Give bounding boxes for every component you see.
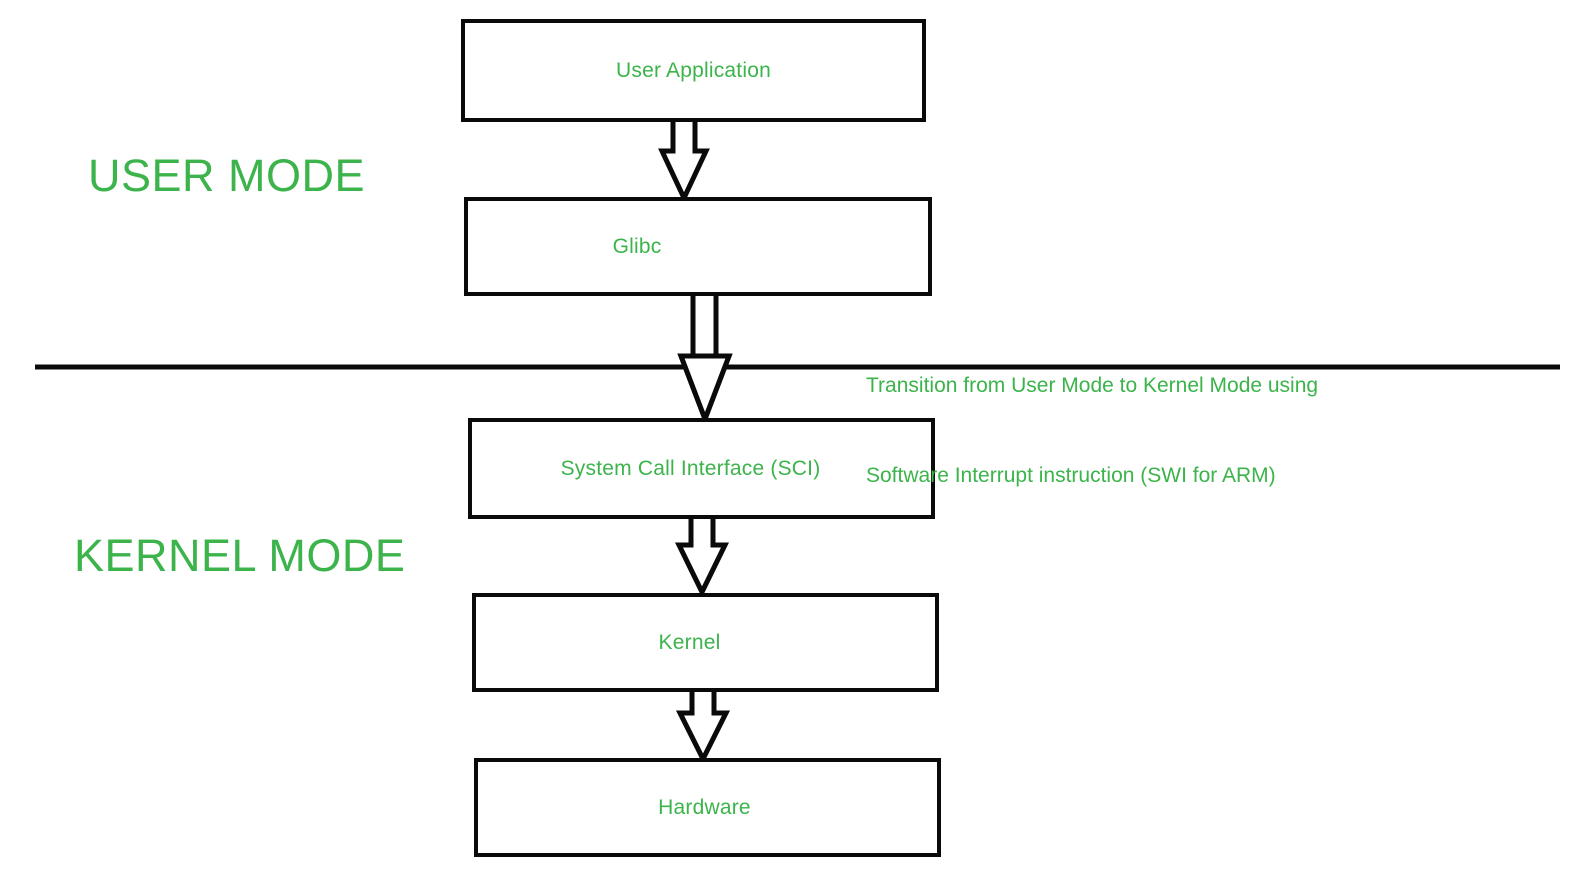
annotation-transition-note: Transition from User Mode to Kernel Mode… <box>866 311 1318 551</box>
node-kernel[interactable]: Kernel <box>472 593 939 692</box>
node-hardware[interactable]: Hardware <box>474 758 941 857</box>
node-glibc[interactable]: Glibc <box>464 197 932 296</box>
node-system-call-interface[interactable]: System Call Interface (SCI) <box>468 418 935 519</box>
node-kernel-label: Kernel <box>658 630 721 654</box>
node-system-call-interface-label: System Call Interface (SCI) <box>560 456 821 480</box>
node-hardware-label: Hardware <box>658 795 751 819</box>
arrow-user-application-to-glibc <box>658 115 710 204</box>
arrow-system-call-interface-to-kernel <box>674 513 730 598</box>
node-user-application-label: User Application <box>616 58 771 82</box>
node-user-application[interactable]: User Application <box>461 19 926 122</box>
mode-label-kernel-mode-text: KERNEL MODE <box>74 530 406 581</box>
node-glibc-label: Glibc <box>612 234 662 258</box>
mode-label-user-mode: USER MODE <box>88 153 365 198</box>
arrow-kernel-to-hardware <box>675 686 731 765</box>
mode-label-user-mode-text: USER MODE <box>88 150 366 201</box>
annotation-transition-note-line-2: Software Interrupt instruction (SWI for … <box>866 464 1276 487</box>
annotation-transition-note-line-1: Transition from User Mode to Kernel Mode… <box>866 374 1319 397</box>
mode-label-kernel-mode: KERNEL MODE <box>74 533 405 578</box>
arrow-glibc-to-system-call-interface-head-overlay <box>677 353 733 427</box>
